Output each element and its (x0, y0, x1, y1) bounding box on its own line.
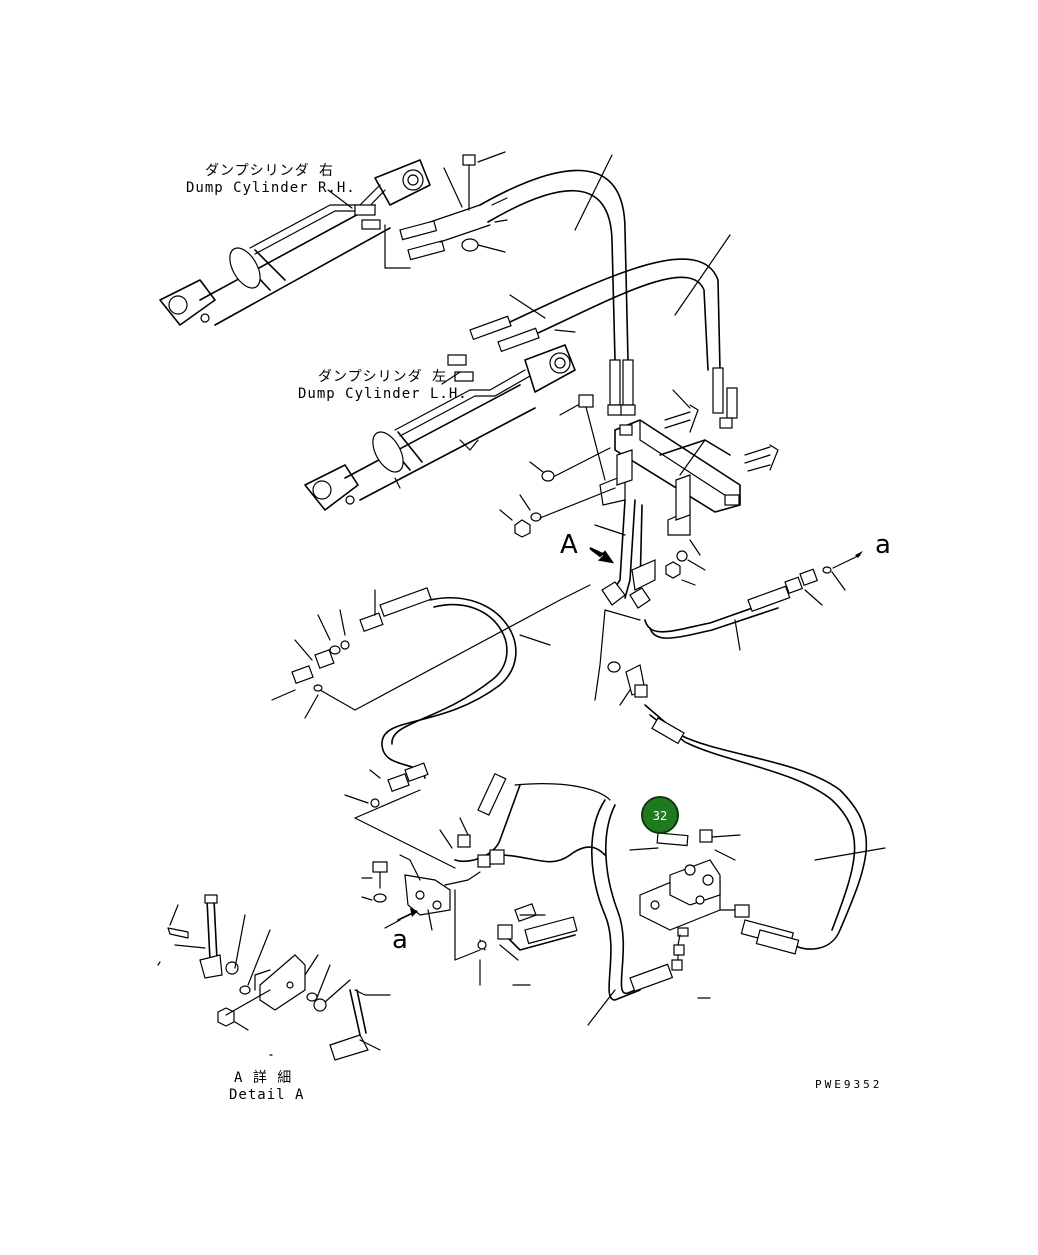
cyl-rh-en-label: Dump Cylinder R.H. (186, 180, 356, 196)
connection-a-upper-label: a (875, 530, 891, 560)
rh-fittings[interactable] (384, 151, 508, 269)
control-valve[interactable] (512, 829, 800, 999)
hoses-center[interactable] (439, 772, 611, 986)
connection-a-lower-label: a (392, 925, 408, 955)
dump-cylinder-lh[interactable]: ダンプシリンダ 左 Dump Cylinder L.H. (298, 344, 576, 511)
mounting-bracket[interactable] (499, 394, 779, 586)
middle-fittings[interactable] (344, 762, 456, 869)
hose-end-fittings[interactable] (607, 359, 738, 429)
cyl-rh-jp-label: ダンプシリンダ 右 (205, 163, 334, 179)
view-a-arrow-icon (589, 547, 615, 564)
cyl-lh-jp-label: ダンプシリンダ 左 (318, 369, 447, 385)
hose-lower-left-loop[interactable] (271, 584, 648, 779)
bracket-drop-pipes[interactable]: A (560, 499, 656, 609)
callout-32-number: 32 (653, 809, 667, 823)
lh-loop-hoses[interactable] (469, 234, 731, 371)
cyl-lh-en-label: Dump Cylinder L.H. (298, 386, 468, 402)
hose-lower-center-loop[interactable] (587, 799, 674, 1026)
detail-a-jp-label: A 詳 細 (234, 1070, 292, 1086)
hose-to-connection-a[interactable]: a (644, 530, 891, 651)
rh-loop-hoses[interactable] (479, 154, 629, 361)
callout-32[interactable]: 32 (641, 796, 679, 834)
hose-to-control-valve[interactable] (644, 704, 886, 950)
dump-cylinder-rh[interactable]: ダンプシリンダ 右 Dump Cylinder R.H. (159, 159, 431, 326)
detail-a-assembly[interactable]: a A 詳 細 Detail A (157, 854, 469, 1103)
view-a-label: A (560, 530, 578, 560)
drawing-number: PWE9352 (815, 1078, 882, 1091)
detail-a-en-label: Detail A (229, 1087, 304, 1103)
